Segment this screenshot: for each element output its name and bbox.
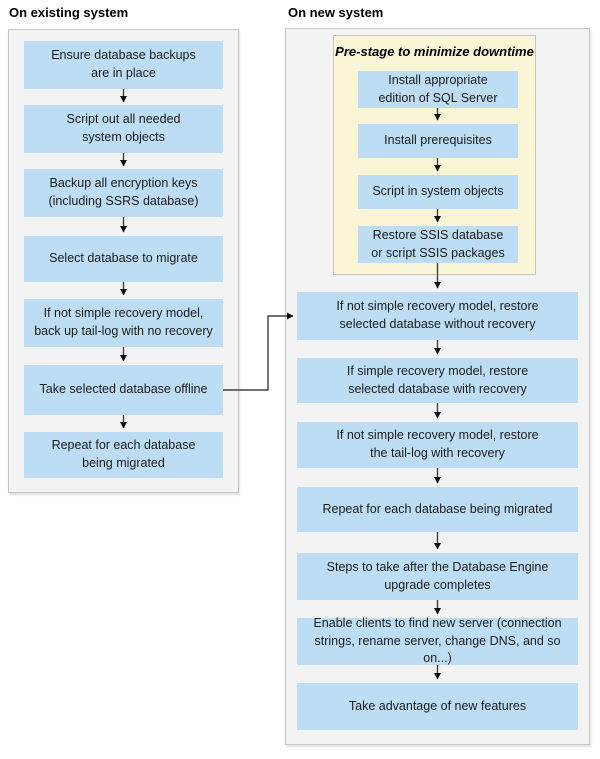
flow-step: If not simple recovery model, restore se… — [297, 292, 578, 340]
flow-step: Repeat for each database being migrated — [24, 432, 223, 478]
flow-step: Script in system objects — [358, 175, 518, 209]
flow-step: Enable clients to find new server (conne… — [297, 616, 578, 665]
flow-step: Take advantage of new features — [297, 683, 578, 730]
flow-step: Script out all needed system objects — [24, 105, 223, 153]
flow-step: Restore SSIS database or script SSIS pac… — [358, 226, 518, 263]
flow-step: Take selected database offline — [24, 365, 223, 415]
existing-system-panel: Ensure database backups are in place Scr… — [8, 29, 239, 493]
flow-step: Steps to take after the Database Engine … — [297, 553, 578, 600]
flow-step: If simple recovery model, restore select… — [297, 358, 578, 403]
prestage-title: Pre-stage to minimize downtime — [335, 44, 534, 59]
prestage-group: Pre-stage to minimize downtime Install a… — [333, 35, 536, 275]
flow-step: Ensure database backups are in place — [24, 41, 223, 89]
flow-step: If not simple recovery model, restore th… — [297, 422, 578, 468]
flow-step: Select database to migrate — [24, 236, 223, 282]
flow-step: Backup all encryption keys (including SS… — [24, 169, 223, 217]
flow-step: Repeat for each database being migrated — [297, 487, 578, 532]
new-system-panel: Pre-stage to minimize downtime Install a… — [285, 28, 590, 745]
flow-step: If not simple recovery model, back up ta… — [24, 299, 223, 347]
flow-step: Install prerequisites — [358, 124, 518, 158]
flow-step: Install appropriate edition of SQL Serve… — [358, 71, 518, 108]
existing-system-heading: On existing system — [9, 5, 129, 20]
new-system-heading: On new system — [288, 5, 384, 20]
